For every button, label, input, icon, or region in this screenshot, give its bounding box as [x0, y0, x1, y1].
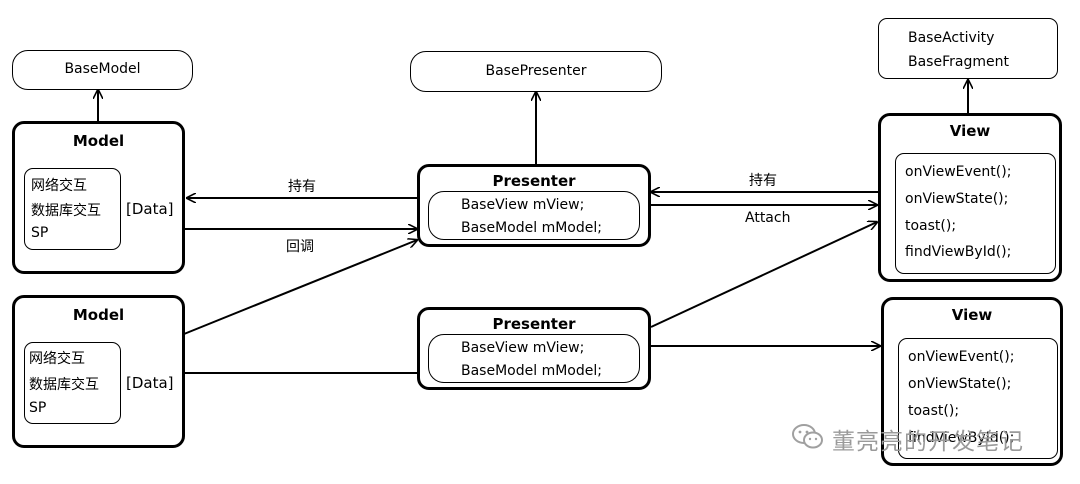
arrow-presenter-bottom-to-view-top	[650, 222, 877, 328]
model-item-sp: SP	[29, 400, 47, 416]
presenter-field-model: BaseModel mModel;	[461, 220, 602, 236]
view-method-event: onViewEvent();	[908, 349, 1015, 365]
model-responsibilities: 网络交互 数据库交互 SP	[24, 168, 121, 250]
presenter-title: Presenter	[492, 315, 576, 333]
view-box-bottom: View onViewEvent(); onViewState(); toast…	[881, 297, 1063, 466]
view-method-event: onViewEvent();	[905, 164, 1012, 180]
view-method-state: onViewState();	[908, 376, 1012, 392]
model-title: Model	[72, 306, 125, 324]
model-data-label: [Data]	[126, 374, 174, 392]
base-fragment-label: BaseFragment	[908, 54, 1009, 70]
presenter-field-view: BaseView mView;	[461, 340, 585, 356]
wechat-icon	[792, 424, 823, 449]
base-model-label: BaseModel	[64, 61, 141, 77]
model-responsibilities: 网络交互 数据库交互 SP	[24, 342, 121, 424]
presenter-fields: BaseView mView; BaseModel mModel;	[428, 334, 640, 383]
presenter-title: Presenter	[492, 172, 576, 190]
model-title: Model	[72, 132, 125, 150]
label-hold-right: 持有	[749, 173, 777, 189]
view-method-findviewbyid: findViewById();	[908, 430, 1015, 446]
view-title: View	[951, 306, 993, 324]
view-methods: onViewEvent(); onViewState(); toast(); f…	[895, 153, 1056, 274]
base-activity-box: BaseActivity BaseFragment	[878, 18, 1058, 79]
label-attach: Attach	[745, 210, 791, 226]
view-method-toast: toast();	[905, 218, 957, 234]
model-box-bottom: Model 网络交互 数据库交互 SP [Data]	[12, 295, 185, 448]
view-title: View	[949, 122, 991, 140]
presenter-field-view: BaseView mView;	[461, 197, 585, 213]
presenter-box-top: Presenter BaseView mView; BaseModel mMod…	[417, 164, 651, 247]
base-presenter-label: BasePresenter	[485, 63, 587, 79]
presenter-box-bottom: Presenter BaseView mView; BaseModel mMod…	[417, 307, 651, 390]
watermark-text: 董亮亮的开发笔记	[832, 429, 1024, 455]
arrow-model-bottom-to-presenter-top	[183, 240, 417, 335]
view-method-toast: toast();	[908, 403, 960, 419]
model-item-database: 数据库交互	[29, 377, 99, 393]
presenter-field-model: BaseModel mModel;	[461, 363, 602, 379]
base-presenter-box: BasePresenter	[410, 51, 662, 92]
model-item-sp: SP	[31, 225, 49, 241]
base-model-box: BaseModel	[12, 50, 193, 90]
base-activity-label: BaseActivity	[908, 30, 995, 46]
view-method-state: onViewState();	[905, 191, 1009, 207]
view-methods: onViewEvent(); onViewState(); toast(); f…	[898, 338, 1058, 459]
model-item-database: 数据库交互	[31, 203, 101, 219]
model-item-network: 网络交互	[31, 178, 87, 194]
model-data-label: [Data]	[126, 200, 174, 218]
label-callback: 回调	[286, 239, 314, 255]
view-box-top: View onViewEvent(); onViewState(); toast…	[878, 113, 1062, 282]
model-box-top: Model 网络交互 数据库交互 SP [Data]	[12, 121, 185, 274]
model-item-network: 网络交互	[29, 351, 85, 367]
label-hold-left: 持有	[288, 179, 316, 195]
presenter-fields: BaseView mView; BaseModel mModel;	[428, 191, 640, 240]
view-method-findviewbyid: findViewById();	[905, 244, 1012, 260]
